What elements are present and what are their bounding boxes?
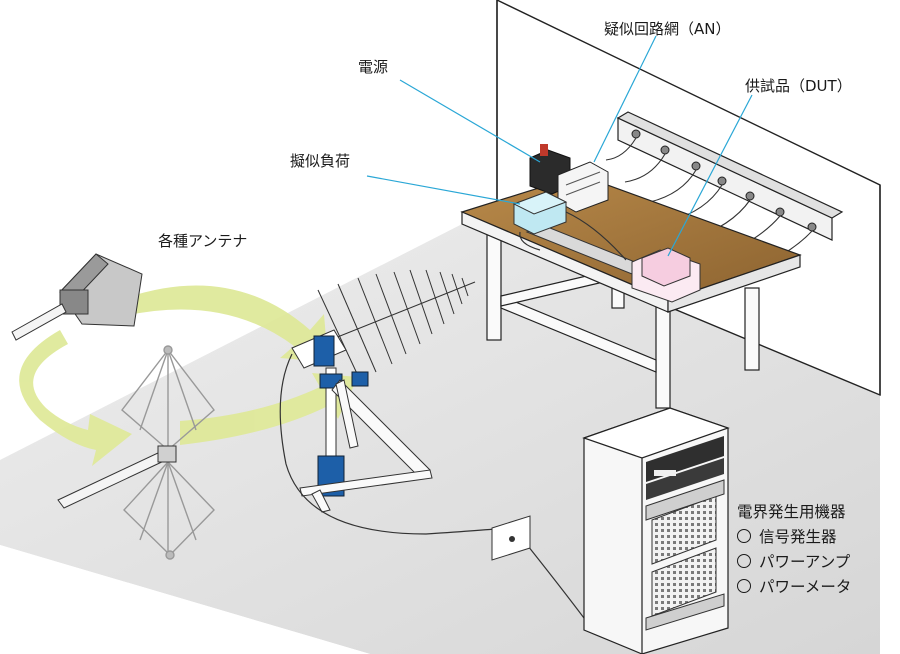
equipment-item: パワーアンプ (737, 550, 851, 575)
antenna-mount (291, 329, 433, 513)
equipment-item: パワーメータ (737, 575, 851, 600)
circle-icon (737, 529, 751, 543)
rotation-arrows (19, 285, 358, 466)
label-artificial-network: 疑似回路網（AN） (604, 20, 731, 38)
floor-edge (0, 545, 370, 654)
equipment-title: 電界発生用機器 (737, 503, 846, 521)
leader-lines (366, 35, 753, 257)
equipment-legend: 電界発生用機器 信号発生器 パワーアンプ パワーメータ (737, 500, 851, 600)
label-dut: 供試品（DUT） (745, 77, 852, 95)
table-legs (486, 227, 760, 409)
circle-icon (737, 579, 751, 593)
label-power-supply: 電源 (358, 58, 389, 76)
equipment-item-label: パワーメータ (759, 578, 852, 596)
log-periodic-antenna (317, 269, 476, 381)
wall-connector-bar (605, 111, 844, 280)
equipment-item: 信号発生器 (737, 525, 851, 550)
cable-outlet (491, 515, 531, 561)
label-antennas: 各種アンテナ (158, 232, 248, 250)
equipment-item-label: パワーアンプ (759, 553, 851, 571)
label-dummy-load: 擬似負荷 (290, 152, 351, 170)
horn-antenna (11, 253, 143, 341)
antenna-cable (279, 353, 507, 535)
artificial-network (557, 161, 609, 213)
dut-box (631, 247, 701, 303)
dummy-load (512, 191, 568, 235)
circle-icon (737, 554, 751, 568)
equipment-item-label: 信号発生器 (759, 528, 837, 546)
equipment-rack (582, 407, 730, 654)
